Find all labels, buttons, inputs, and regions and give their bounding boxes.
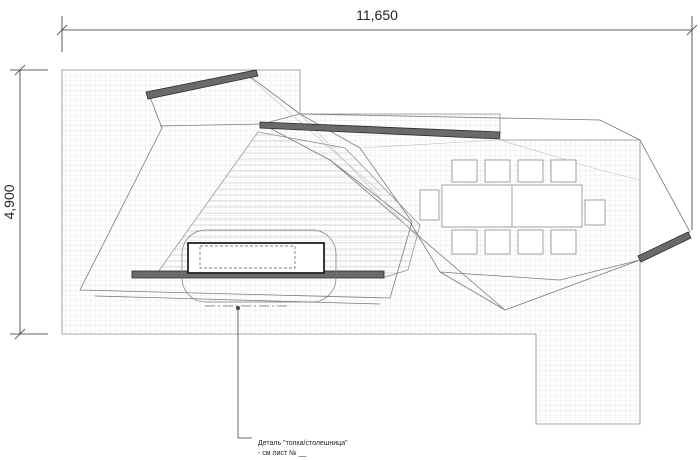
chair — [484, 229, 511, 255]
callout-leader — [235, 305, 252, 439]
dining-set — [419, 159, 606, 255]
chair — [550, 159, 577, 183]
horizontal-dimension — [56, 16, 698, 230]
chair — [517, 159, 544, 183]
callout-title: Деталь "топка/столешница" — [258, 440, 348, 447]
fireplace-countertop — [181, 229, 337, 307]
chair — [419, 189, 440, 221]
height-dimension-label: 4,900 — [1, 184, 17, 219]
wall-segment-top-center — [259, 121, 501, 140]
fireplace-outer — [187, 242, 325, 274]
chair — [451, 159, 478, 183]
callout-sheet-reference: - см лист № __ — [258, 450, 307, 457]
wall-segment-top-left — [145, 69, 259, 100]
chair — [517, 229, 544, 255]
width-dimension-label: 11,650 — [356, 7, 398, 23]
chair — [584, 199, 606, 226]
fireplace-enclosure — [181, 229, 337, 303]
fireplace-inner — [199, 245, 296, 269]
chair — [550, 229, 577, 255]
chair — [451, 229, 478, 255]
wall-segment-right — [637, 231, 692, 263]
chair — [484, 159, 511, 183]
construction-lines — [249, 77, 641, 241]
vertical-dimension — [10, 64, 48, 340]
